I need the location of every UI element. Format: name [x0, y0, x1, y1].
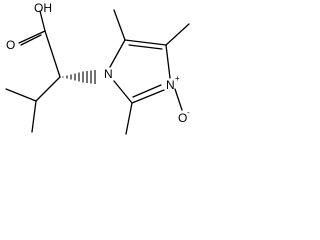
bond-layer — [5, 9, 190, 135]
atom-label-carbonyl-o: O — [6, 38, 15, 52]
bond-alpha-ch — [35, 76, 61, 102]
atom-label-n1: N — [104, 67, 113, 81]
bond-c-carbonyl-double — [20, 34, 42, 46]
bond-n3-c2-double — [132, 84, 162, 98]
atom-labels: OH O N N + O - — [6, 1, 190, 125]
bond-c5-c4-double — [128, 44, 163, 50]
charge-minus: - — [187, 108, 190, 117]
bond-c2-methyl — [125, 102, 133, 135]
bond-n1-c5 — [109, 39, 126, 68]
bond-carboxyl-alpha — [44, 30, 61, 78]
atom-label-oh: OH — [34, 1, 52, 15]
bond-c4-methyl — [165, 23, 190, 46]
bond-c-carbonyl — [18, 30, 46, 44]
bond-c5-methyl — [113, 9, 126, 41]
bond-c5-c4 — [124, 39, 167, 46]
stereo-hash-bond — [62, 70, 96, 84]
atom-label-n3: N — [166, 78, 175, 92]
bond-n3-oxide — [174, 88, 183, 111]
bond-ch-methyl-a — [5, 88, 37, 102]
bond-ch-methyl-b — [31, 100, 37, 133]
bond-c2-n1 — [113, 80, 133, 104]
bond-n3-c2 — [131, 89, 165, 104]
structure-drawing: OH O N N + O - — [5, 1, 190, 135]
charge-plus: + — [175, 74, 180, 83]
bond-c4-n3 — [165, 44, 171, 79]
bond-c-oh — [39, 10, 46, 32]
atom-label-oxide-o: O — [178, 111, 187, 125]
